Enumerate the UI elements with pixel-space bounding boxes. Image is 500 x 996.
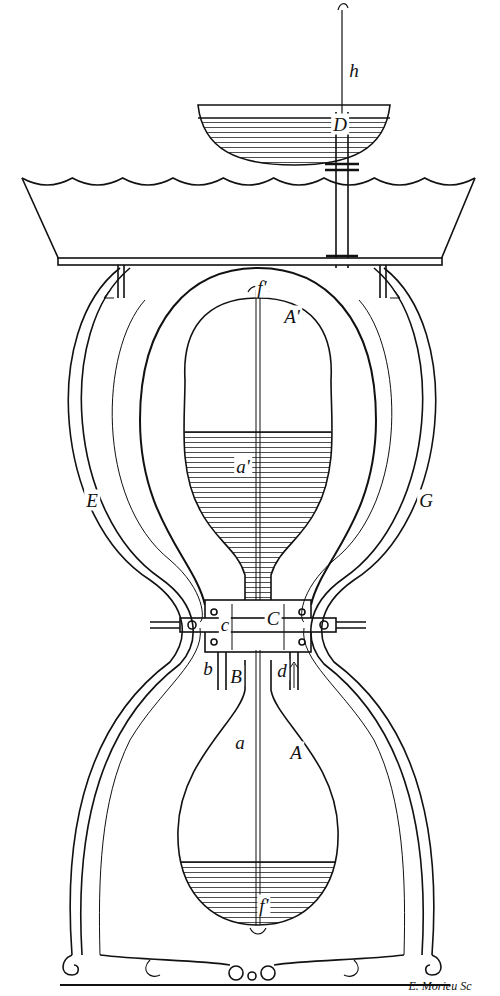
part-letter: G: [417, 490, 435, 511]
upper-bowl: [198, 105, 390, 165]
frame-rod: [68, 268, 202, 955]
pipe: [218, 652, 298, 690]
basin: [22, 178, 475, 262]
engraver-signature: E. Morieu Sc: [407, 979, 474, 993]
vessel: [184, 298, 332, 600]
part-letter: d: [275, 660, 289, 681]
line-art: [22, 4, 475, 985]
part-letter: f': [257, 895, 270, 916]
basin-rim: [22, 178, 475, 185]
part-letter: C: [265, 608, 282, 629]
rising-pipe: [336, 112, 348, 268]
part-letter: E: [84, 490, 100, 511]
part-letter: h: [347, 60, 361, 81]
vessel: [178, 660, 338, 925]
part-letter: A: [288, 742, 304, 763]
part-letter: f': [255, 277, 268, 298]
ground: [60, 984, 450, 986]
part-letter: A': [282, 306, 302, 327]
part-letter: b: [201, 658, 215, 679]
part-letter: c: [219, 614, 231, 635]
part-letter: D: [331, 114, 349, 135]
part-letter: B: [228, 666, 244, 687]
part-letter: a: [233, 732, 247, 753]
part-letter: a': [234, 456, 252, 477]
